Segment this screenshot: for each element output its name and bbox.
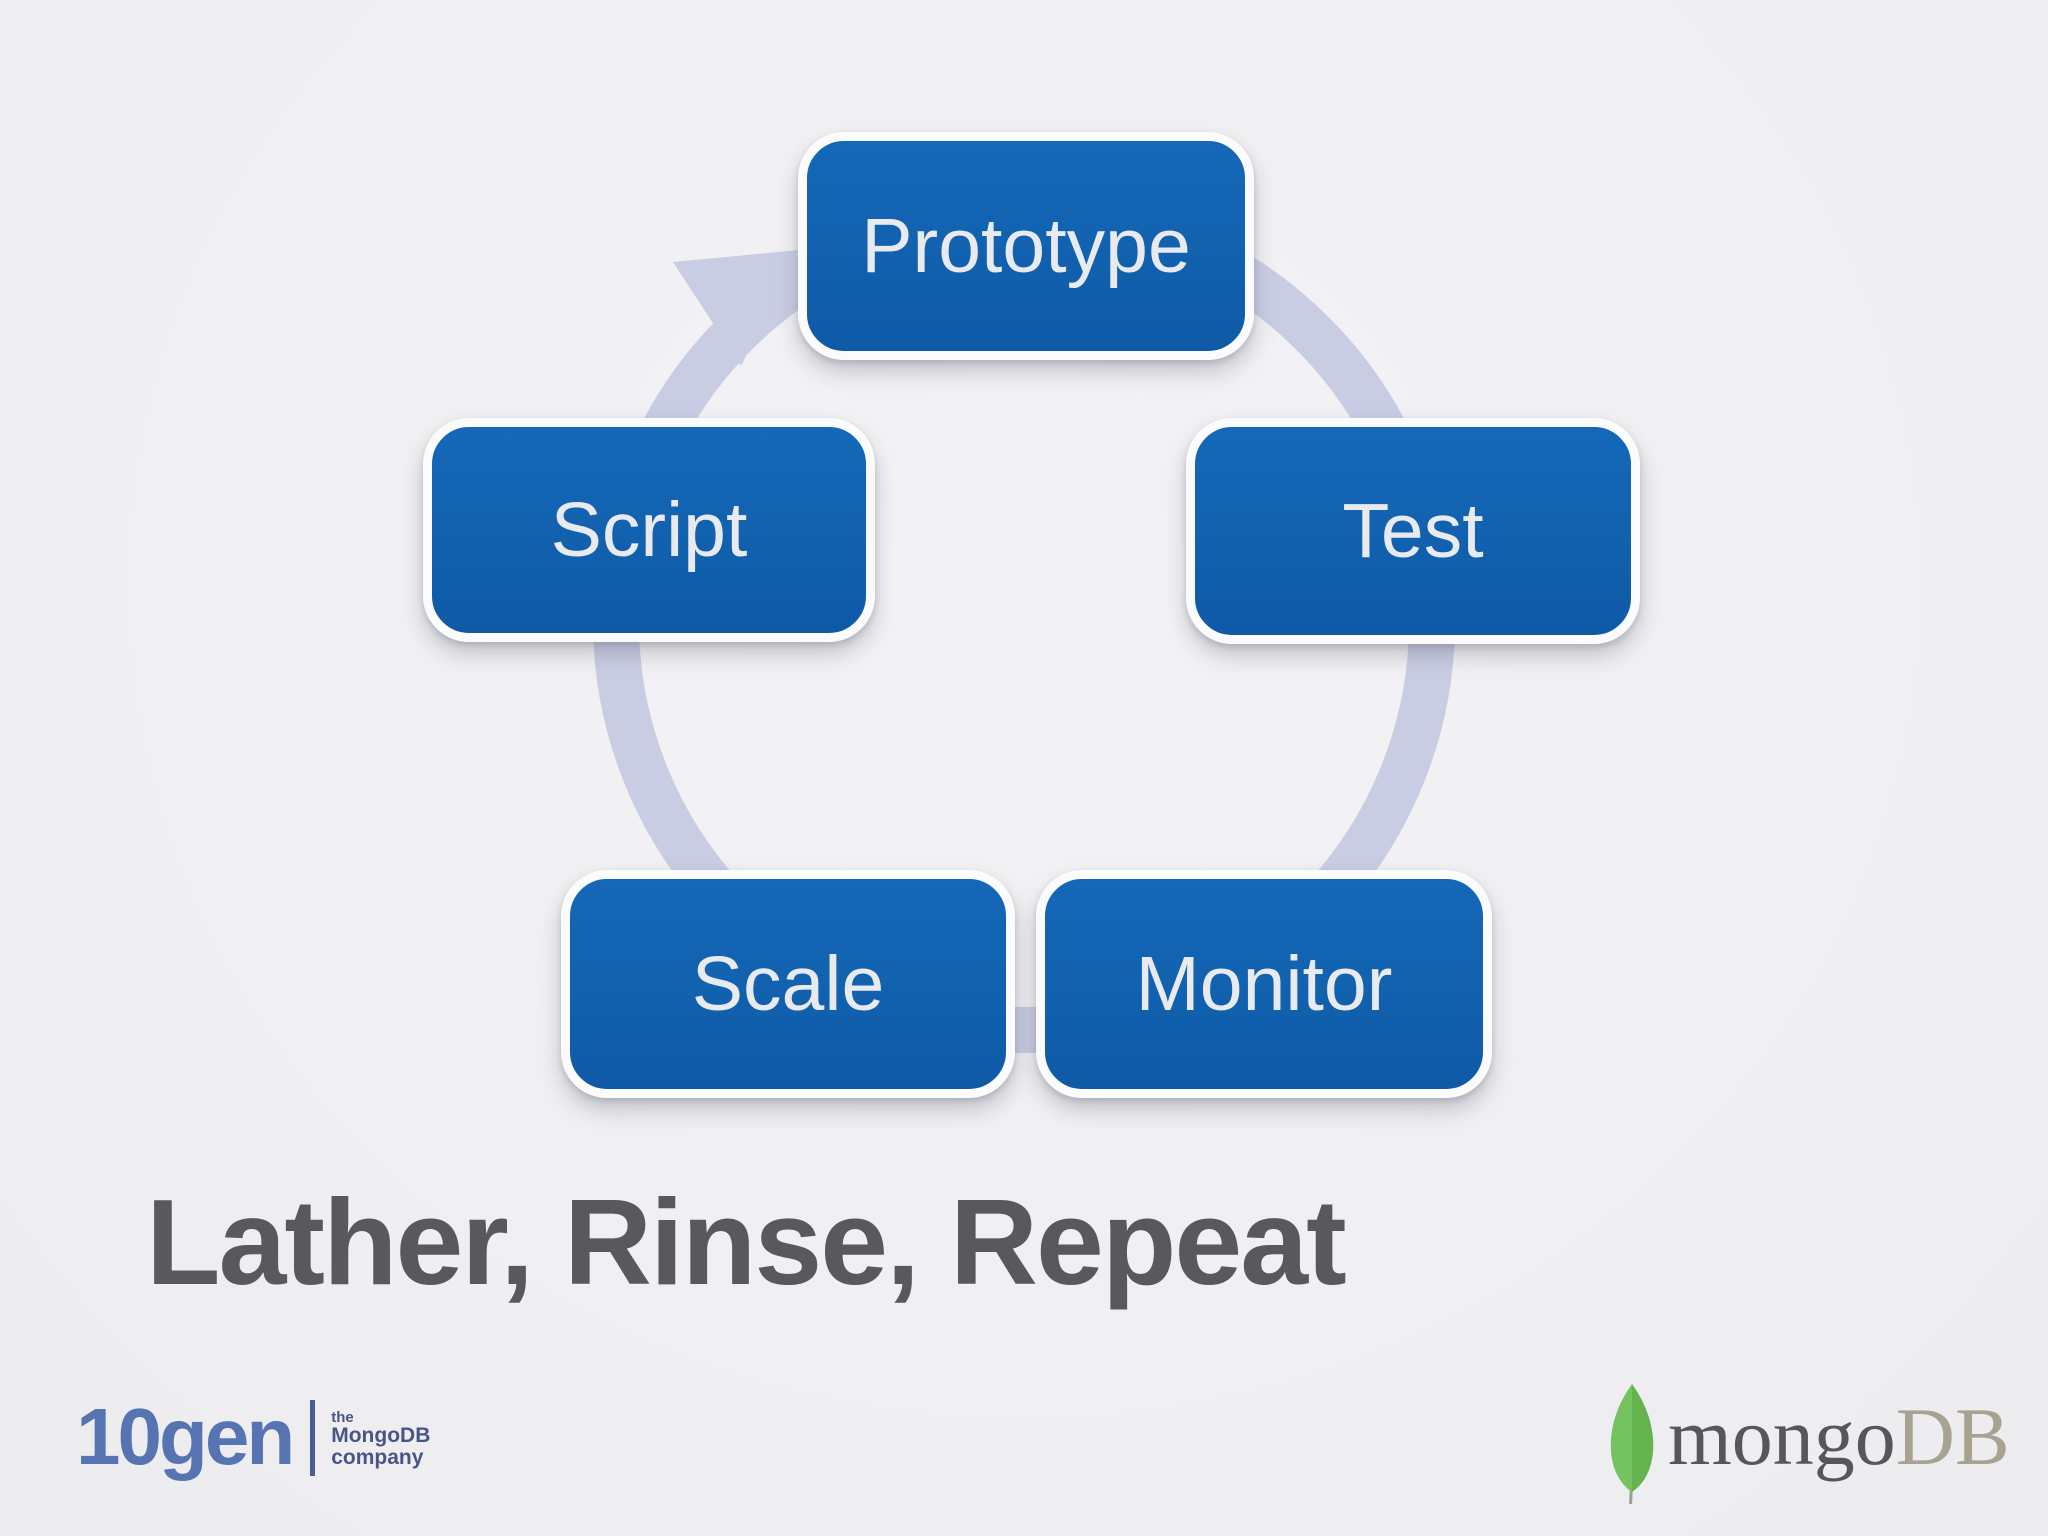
tengen-tagline: the MongoDB company xyxy=(331,1396,430,1469)
mongodb-wordmark-db: DB xyxy=(1895,1391,2010,1482)
slide-title: Lather, Rinse, Repeat xyxy=(146,1174,1347,1310)
cycle-node-test: Test xyxy=(1186,418,1640,644)
tagline-line-the: the xyxy=(331,1409,354,1426)
mongodb-logo: mongoDB xyxy=(1604,1382,2010,1506)
cycle-node-monitor: Monitor xyxy=(1036,870,1492,1098)
tengen-wordmark: 10gen xyxy=(76,1392,295,1481)
mongodb-wordmark: mongoDB xyxy=(1660,1382,2010,1478)
node-label: Monitor xyxy=(1135,940,1393,1027)
tagline-line-company: company xyxy=(331,1446,424,1469)
tengen-logo-divider xyxy=(310,1400,316,1476)
cycle-node-script: Script xyxy=(423,418,875,642)
node-label: Scale xyxy=(691,940,885,1027)
node-label: Prototype xyxy=(861,202,1191,289)
mongodb-wordmark-mongo: mongo xyxy=(1668,1391,1896,1482)
node-label: Test xyxy=(1342,487,1484,574)
tagline-line-mongodb: MongoDB xyxy=(331,1424,431,1447)
tengen-logo: 10gen the MongoDB company xyxy=(76,1396,430,1478)
cycle-node-scale: Scale xyxy=(561,870,1015,1098)
node-label: Script xyxy=(550,486,748,573)
cycle-node-prototype: Prototype xyxy=(798,132,1254,360)
mongodb-leaf-icon xyxy=(1610,1384,1654,1505)
